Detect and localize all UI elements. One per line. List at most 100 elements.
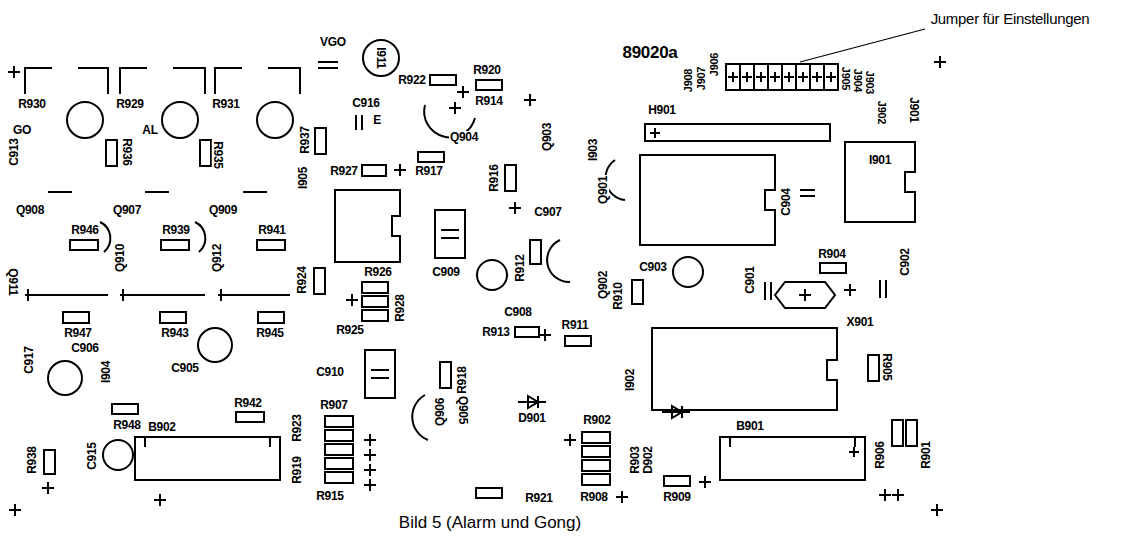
part-label: R928 — [394, 293, 406, 323]
part-label: Q904 — [449, 131, 479, 143]
part-label: C902 — [899, 247, 911, 277]
part-label: C910 — [315, 366, 345, 378]
part-label: R942 — [233, 397, 263, 409]
part-label: J901 — [908, 96, 920, 124]
part-label: R923 — [291, 413, 303, 443]
part-label: R935 — [212, 140, 224, 170]
part-label: R909 — [662, 491, 692, 503]
part-label: R924 — [296, 265, 308, 295]
part-label: Q903 — [541, 122, 553, 152]
part-label: I902 — [624, 368, 636, 392]
part-label: AL — [141, 124, 158, 136]
part-label: R937 — [299, 125, 311, 155]
part-label: E — [372, 114, 382, 126]
part-label: C908 — [503, 306, 533, 318]
part-label: R918 — [456, 365, 468, 395]
part-label: R908 — [579, 491, 609, 503]
plus-marks — [8, 56, 946, 516]
part-label: R926 — [363, 266, 393, 278]
part-label: R912 — [514, 253, 526, 283]
part-label: R915 — [315, 490, 345, 502]
part-label: C913 — [8, 137, 20, 167]
board-number: 89020a — [622, 44, 679, 61]
part-label: Q906 — [434, 397, 446, 427]
part-label: J903 — [865, 69, 876, 94]
part-label: C904 — [780, 187, 792, 217]
part-label: R921 — [524, 492, 554, 504]
part-label: Q910 — [114, 243, 126, 273]
part-label: I901 — [868, 154, 892, 166]
part-label: Q905 — [457, 395, 469, 425]
part-label: J907 — [697, 65, 708, 90]
part-label: R916 — [488, 163, 500, 193]
part-label: R902 — [582, 414, 612, 426]
part-label: GO — [12, 124, 32, 136]
crystal-outline — [775, 282, 835, 308]
part-label: R919 — [291, 455, 303, 485]
part-label: C903 — [638, 261, 668, 273]
relay-brackets — [25, 68, 300, 94]
part-label: C907 — [533, 206, 563, 218]
part-label: D902 — [642, 445, 654, 475]
part-label: R907 — [319, 399, 349, 411]
part-label: R904 — [817, 248, 847, 260]
part-label: R947 — [63, 327, 93, 339]
part-label: R938 — [26, 445, 38, 475]
part-label: I911 — [375, 46, 387, 70]
part-label: J904 — [853, 67, 864, 92]
round-parts — [48, 40, 703, 470]
part-label: C905 — [170, 362, 200, 374]
part-label: Q908 — [15, 204, 45, 216]
part-label: H901 — [647, 104, 677, 116]
part-label: B902 — [147, 421, 177, 433]
part-label: J902 — [877, 99, 888, 124]
part-label: C906 — [70, 342, 100, 354]
part-label: Q901 — [597, 175, 609, 205]
part-label: Q902 — [597, 270, 609, 300]
ic-outlines — [335, 124, 915, 410]
figure-caption: Bild 5 (Alarm und Gong) — [398, 514, 582, 531]
part-label: R943 — [160, 327, 190, 339]
capacitor-symbols — [318, 62, 886, 398]
part-label: R931 — [211, 98, 241, 110]
part-label: R929 — [115, 98, 145, 110]
jumper-block — [726, 64, 838, 90]
resistor-symbols — [44, 75, 917, 498]
leader-line — [800, 29, 925, 62]
part-label: R922 — [397, 74, 427, 86]
callout-text: Jumper für Einstellungen — [930, 11, 1091, 26]
part-label: C915 — [86, 441, 98, 471]
part-label: R905 — [881, 352, 893, 382]
part-label: R941 — [257, 224, 287, 236]
part-label: R914 — [474, 95, 504, 107]
part-label: R917 — [414, 165, 444, 177]
part-label: Q911 — [7, 267, 19, 297]
part-label: B901 — [735, 420, 765, 432]
part-label: J906 — [710, 51, 721, 76]
part-label: Q907 — [112, 204, 142, 216]
part-label: J908 — [684, 67, 695, 92]
part-label: C916 — [351, 97, 381, 109]
part-label: D901 — [517, 412, 547, 424]
part-label: R920 — [472, 64, 502, 76]
part-label: R939 — [161, 224, 191, 236]
part-label: R910 — [612, 281, 624, 311]
part-label: C917 — [23, 345, 35, 375]
part-label: R945 — [255, 327, 285, 339]
part-label: Q909 — [208, 204, 238, 216]
part-label: R936 — [121, 137, 133, 167]
part-label: R930 — [17, 98, 47, 110]
part-label: VGO — [319, 36, 347, 48]
part-label: R913 — [481, 326, 511, 338]
part-label: R948 — [112, 419, 142, 431]
part-label: X901 — [846, 316, 875, 328]
part-label: R903 — [629, 445, 641, 475]
part-label: I904 — [100, 360, 112, 384]
part-label: C901 — [744, 265, 756, 295]
part-label: I903 — [587, 138, 599, 162]
transistor-marks — [25, 105, 625, 440]
part-label: C909 — [431, 266, 461, 278]
part-label: R946 — [70, 224, 100, 236]
